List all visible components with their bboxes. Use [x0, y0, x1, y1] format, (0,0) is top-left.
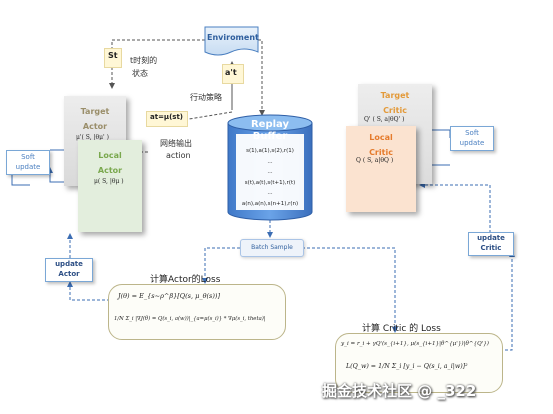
update-actor-line2: Actor	[58, 270, 80, 278]
update-critic-line1: update	[477, 234, 505, 242]
actor-loss-eq2: 1/N Σ_i |∇J(θ) = Q(s_i, a(w))|_{a=μ(s_i)…	[114, 316, 266, 322]
local-critic-title: Local Critic	[346, 130, 416, 160]
local-actor-title-line1: Local	[98, 151, 122, 160]
batch-sample-box: Batch Sample	[240, 239, 304, 257]
replay-buffer-title: Replay Buffer	[228, 119, 312, 143]
critic-loss-eq1: y_i = r_i + γQ'(s_{i+1}, μ(s_{i+1}|θ^{μ'…	[341, 341, 489, 347]
target-critic-title-line1: Target	[380, 91, 410, 100]
local-actor-func: μ( S, |θμ )	[94, 178, 124, 185]
update-to-local-critic-arrow	[419, 182, 491, 238]
actor-loss-eq1: J(θ) = E_{s~ρ^β}[Q(s, μ_θ(s))]	[118, 292, 220, 300]
replay-buffer-row: ...	[267, 190, 273, 196]
critic-loss-eq2: L(Q_w) = 1/N Σ_i [y_i − Q(s_i, a_i|w)]²	[346, 363, 468, 370]
update-actor-box: update Actor	[45, 258, 93, 282]
replay-buffer-row: ...	[267, 158, 273, 165]
state-desc-line2: 状态	[132, 69, 148, 78]
local-critic-title-line2: Critic	[369, 148, 393, 157]
critic-loss-box	[335, 333, 503, 393]
soft-update-left-line1: Soft	[21, 153, 35, 161]
network-output-line2: action	[166, 151, 191, 160]
local-actor-title: Local Actor	[78, 148, 142, 178]
soft-update-right-box: Soft update	[450, 126, 494, 151]
local-critic-title-line1: Local	[369, 133, 393, 142]
replay-buffer-row: s(t),a(t),s(t+1),r(t)	[244, 179, 296, 186]
replay-buffer-row: ...	[267, 169, 273, 175]
replay-buffer-cylinder	[227, 114, 313, 221]
local-actor-title-line2: Actor	[97, 166, 123, 175]
watermark: 掘金技术社区 @ _322	[322, 382, 477, 400]
state-desc-line1: t时刻的	[130, 56, 158, 65]
soft-update-right-line1: Soft	[465, 129, 479, 137]
replay-buffer-rows: s(1),a(1),s(2),r(1) ... ... s(t),a(t),s(…	[236, 146, 304, 209]
update-critic-box: update Critic	[468, 232, 514, 256]
env-to-buffer-arrow	[258, 39, 265, 116]
soft-update-right-line2: update	[459, 139, 485, 147]
critic-loss-title: 计算 Critic 的 Loss	[362, 324, 441, 334]
target-actor-title: Target Actor	[64, 104, 126, 134]
target-actor-title-line2: Actor	[82, 122, 108, 131]
update-critic-line2: Critic	[480, 244, 502, 252]
network-output-line1: 网络输出	[160, 139, 192, 148]
action-formula: at=μ(st)	[150, 113, 183, 121]
target-actor-title-line1: Target	[80, 107, 110, 116]
action-formula-box	[146, 111, 188, 127]
critic-loss-to-update-arrow	[500, 251, 515, 351]
state-symbol: St	[108, 51, 118, 60]
target-critic-title-line2: Critic	[383, 106, 407, 115]
local-actor-card	[78, 140, 142, 232]
target-critic-title: Target Critic	[358, 88, 432, 118]
environment-banner	[204, 26, 259, 56]
soft-update-left-box: Soft update	[6, 150, 50, 175]
batch-to-critic-loss-arrow	[302, 247, 398, 333]
update-actor-line1: update	[55, 260, 83, 268]
action-symbol-box	[222, 64, 244, 84]
replay-buffer-row: a(n),a(n),s(n+1),r(n)	[241, 200, 299, 207]
environment-label: Enviroment	[207, 33, 259, 42]
action-symbol: a't	[225, 68, 237, 77]
state-symbol-box	[104, 48, 122, 68]
target-critic-func: Q' ( S, a|θQ' )	[364, 116, 405, 123]
replay-buffer-title-line2: Buffer	[252, 131, 288, 142]
soft-update-right-lines	[432, 129, 451, 166]
batch-to-actor-loss-arrow	[202, 247, 240, 284]
soft-update-left-line2: update	[15, 163, 41, 171]
action-policy-label: 行动策略	[190, 93, 222, 102]
env-to-state-arrow	[109, 39, 205, 89]
actor-loss-box	[108, 284, 286, 340]
target-actor-func: μ'( S, |θμ' )	[76, 134, 109, 141]
local-critic-card	[346, 126, 416, 212]
replay-buffer-row: s(1),a(1),s(2),r(1)	[246, 148, 294, 154]
local-critic-func: Q ( S, a|θQ )	[356, 157, 394, 164]
actor-loss-title: 计算Actor的Loss	[150, 275, 221, 285]
replay-buffer-title-line1: Replay	[250, 119, 290, 130]
